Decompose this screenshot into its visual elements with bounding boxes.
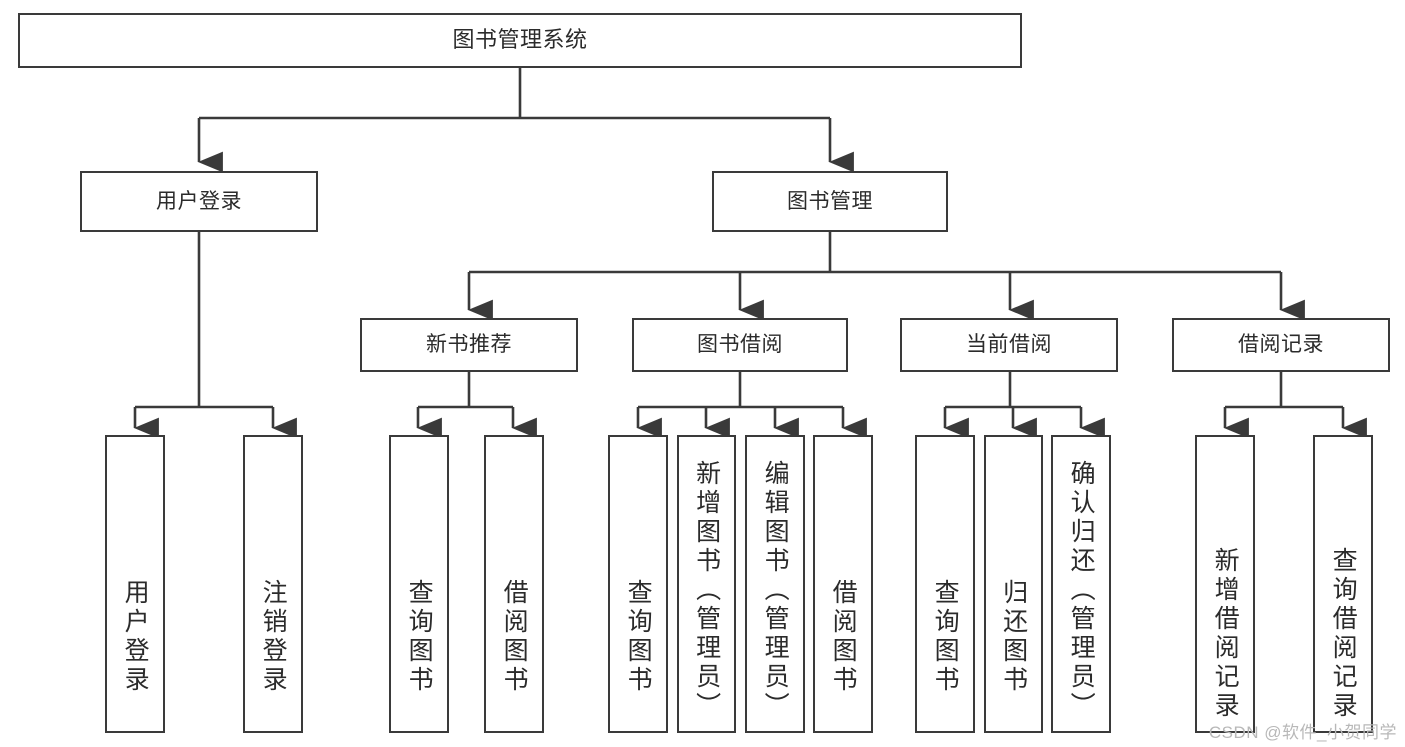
node-label: 用户登录 xyxy=(156,189,242,213)
node-label: 用户登录 xyxy=(121,579,150,695)
leaf-book-borrow-add-book-admin[interactable]: 新增图书（管理员） xyxy=(677,435,736,733)
node-label: 新书推荐 xyxy=(426,333,512,357)
node-label: 查询图书 xyxy=(405,579,434,695)
watermark-text: CSDN @软件_小贺同学 xyxy=(1208,723,1397,742)
node-label: 新增图书（管理员） xyxy=(692,460,721,721)
node-book-borrow[interactable]: 图书借阅 xyxy=(632,318,848,372)
node-label: 查询图书 xyxy=(931,579,960,695)
node-root-library-system[interactable]: 图书管理系统 xyxy=(18,13,1022,68)
node-label: 图书借阅 xyxy=(697,333,783,357)
node-label: 图书管理系统 xyxy=(452,27,588,53)
leaf-current-borrow-return-book[interactable]: 归还图书 xyxy=(984,435,1043,733)
node-label: 编辑图书（管理员） xyxy=(761,460,790,721)
node-label: 注销登录 xyxy=(259,579,288,695)
node-label: 新增借阅记录 xyxy=(1211,547,1240,721)
node-current-borrow[interactable]: 当前借阅 xyxy=(900,318,1118,372)
node-label: 借阅图书 xyxy=(500,579,529,695)
node-user-login[interactable]: 用户登录 xyxy=(80,171,318,232)
leaf-user-login-login[interactable]: 用户登录 xyxy=(105,435,165,733)
leaf-book-borrow-query-book[interactable]: 查询图书 xyxy=(608,435,668,733)
leaf-current-borrow-confirm-return-admin[interactable]: 确认归还（管理员） xyxy=(1051,435,1111,733)
leaf-current-borrow-query-book[interactable]: 查询图书 xyxy=(915,435,975,733)
leaf-new-book-query-book[interactable]: 查询图书 xyxy=(389,435,449,733)
leaf-borrow-record-query-record[interactable]: 查询借阅记录 xyxy=(1313,435,1373,733)
node-label: 确认归还（管理员） xyxy=(1067,460,1096,721)
node-borrow-record[interactable]: 借阅记录 xyxy=(1172,318,1390,372)
node-label: 查询借阅记录 xyxy=(1329,547,1358,721)
leaf-new-book-borrow-book[interactable]: 借阅图书 xyxy=(484,435,544,733)
node-label: 借阅记录 xyxy=(1238,333,1324,357)
leaf-user-login-logout[interactable]: 注销登录 xyxy=(243,435,303,733)
node-label: 查询图书 xyxy=(624,579,653,695)
node-label: 归还图书 xyxy=(999,579,1028,695)
leaf-book-borrow-borrow-book[interactable]: 借阅图书 xyxy=(813,435,873,733)
node-new-book-recommend[interactable]: 新书推荐 xyxy=(360,318,578,372)
node-label: 借阅图书 xyxy=(829,579,858,695)
node-label: 图书管理 xyxy=(787,189,873,213)
node-label: 当前借阅 xyxy=(966,333,1052,357)
leaf-borrow-record-add-record[interactable]: 新增借阅记录 xyxy=(1195,435,1255,733)
node-book-management[interactable]: 图书管理 xyxy=(712,171,948,232)
leaf-book-borrow-edit-book-admin[interactable]: 编辑图书（管理员） xyxy=(745,435,805,733)
